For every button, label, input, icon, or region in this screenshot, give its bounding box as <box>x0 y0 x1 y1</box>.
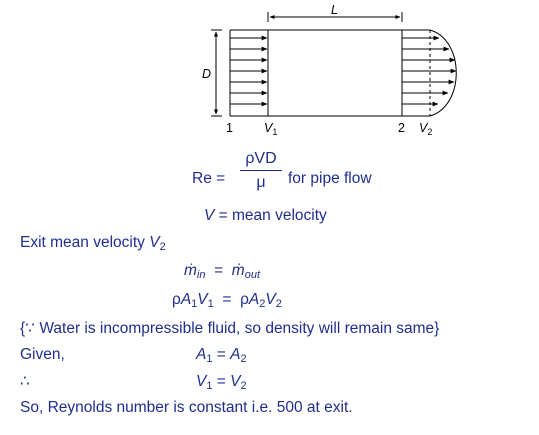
exit-velocity-line: Exit mean velocity V2 <box>20 234 166 253</box>
inlet-section-label: 1 <box>226 121 233 135</box>
given-label: Given, <box>20 346 65 363</box>
length-dimension <box>267 12 403 22</box>
inlet-velocity-arrows <box>230 35 268 107</box>
length-label: L <box>331 3 338 17</box>
mass-flow-equation: ṁin = ṁout <box>184 262 261 281</box>
re-numerator: ρVD <box>245 150 277 167</box>
re-lhs: Re = <box>192 170 226 187</box>
outlet-section-label: 2 <box>398 121 405 135</box>
inlet-velocity-label: V1 <box>264 121 278 137</box>
given-equation: A1 = A2 <box>196 346 247 365</box>
velocity-profile-curve <box>429 29 457 117</box>
mean-velocity-definition: V = mean velocity <box>204 207 327 224</box>
diameter-dimension <box>211 29 222 117</box>
therefore-symbol: ∴ <box>20 373 30 390</box>
diameter-label: D <box>202 67 212 81</box>
incompressible-note: {∵ Water is incompressible fluid, so den… <box>20 320 440 337</box>
fraction-bar <box>240 170 282 171</box>
re-denominator: μ <box>256 174 266 191</box>
re-fraction: ρVD μ <box>240 151 282 191</box>
outlet-velocity-label: V2 <box>419 121 433 137</box>
therefore-equation: V1 = V2 <box>196 373 247 392</box>
conclusion-text: So, Reynolds number is constant i.e. 500… <box>20 399 353 416</box>
continuity-equation: ρA1V1 = ρA2V2 <box>172 291 282 310</box>
outlet-velocity-arrows <box>402 35 457 107</box>
pipe-body <box>267 29 403 117</box>
re-note: for pipe flow <box>288 170 372 187</box>
